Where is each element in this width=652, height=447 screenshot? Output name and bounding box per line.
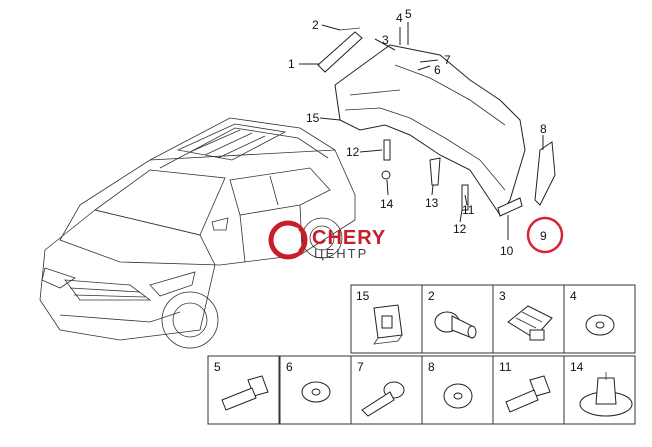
cell-label-14: 14 — [570, 360, 584, 374]
callout-labels: 1 2 3 4 5 6 7 8 10 11 12 12 13 14 15 9 — [288, 7, 564, 258]
callout-2: 2 — [312, 18, 319, 32]
car-illustration — [39, 117, 356, 349]
callout-7: 7 — [444, 53, 451, 67]
part-6-washer — [301, 381, 331, 403]
parts-grid-row-2: 5 6 7 8 11 14 — [207, 355, 636, 425]
callout-10: 10 — [500, 244, 514, 258]
leader-lines — [299, 22, 544, 240]
callout-12a: 12 — [346, 145, 360, 159]
callout-6: 6 — [434, 63, 441, 77]
cell-label-3: 3 — [499, 289, 506, 303]
callout-14: 14 — [380, 197, 394, 211]
cell-label-4: 4 — [570, 289, 577, 303]
callout-4: 4 — [396, 11, 403, 25]
cell-label-6: 6 — [286, 360, 293, 374]
cell-label-2: 2 — [428, 289, 435, 303]
callout-9: 9 — [540, 229, 547, 243]
logo-brand: CHERY — [312, 227, 386, 249]
callout-3: 3 — [382, 33, 389, 47]
callout-5: 5 — [405, 7, 412, 21]
part-7-screw — [361, 381, 405, 417]
callout-13: 13 — [425, 196, 439, 210]
cell-label-15: 15 — [356, 289, 370, 303]
chery-logo: CHERY ЦЕНТР — [268, 220, 386, 261]
part-4-washer — [585, 314, 615, 336]
parts-grid-row-1: 15 2 3 4 — [350, 284, 636, 354]
highlight-circle — [526, 216, 564, 254]
callout-8: 8 — [540, 122, 547, 136]
cell-label-11: 11 — [499, 360, 512, 374]
callout-12b: 12 — [453, 222, 467, 236]
logo-sub: ЦЕНТР — [314, 246, 368, 261]
part-15-clip — [373, 304, 403, 345]
cell-label-5: 5 — [214, 360, 221, 374]
cell-label-7: 7 — [357, 360, 364, 374]
part-2-rivet — [434, 311, 477, 339]
callout-11: 11 — [462, 203, 475, 217]
bumper-assembly — [317, 27, 556, 217]
part-8-washer — [443, 383, 473, 409]
part-11-bolt — [505, 375, 551, 413]
part-3-clip — [507, 305, 553, 341]
callout-1: 1 — [288, 57, 295, 71]
part-14-clip — [579, 372, 633, 417]
cell-label-8: 8 — [428, 360, 435, 374]
callout-15: 15 — [306, 111, 320, 125]
part-5-bolt — [221, 375, 269, 411]
